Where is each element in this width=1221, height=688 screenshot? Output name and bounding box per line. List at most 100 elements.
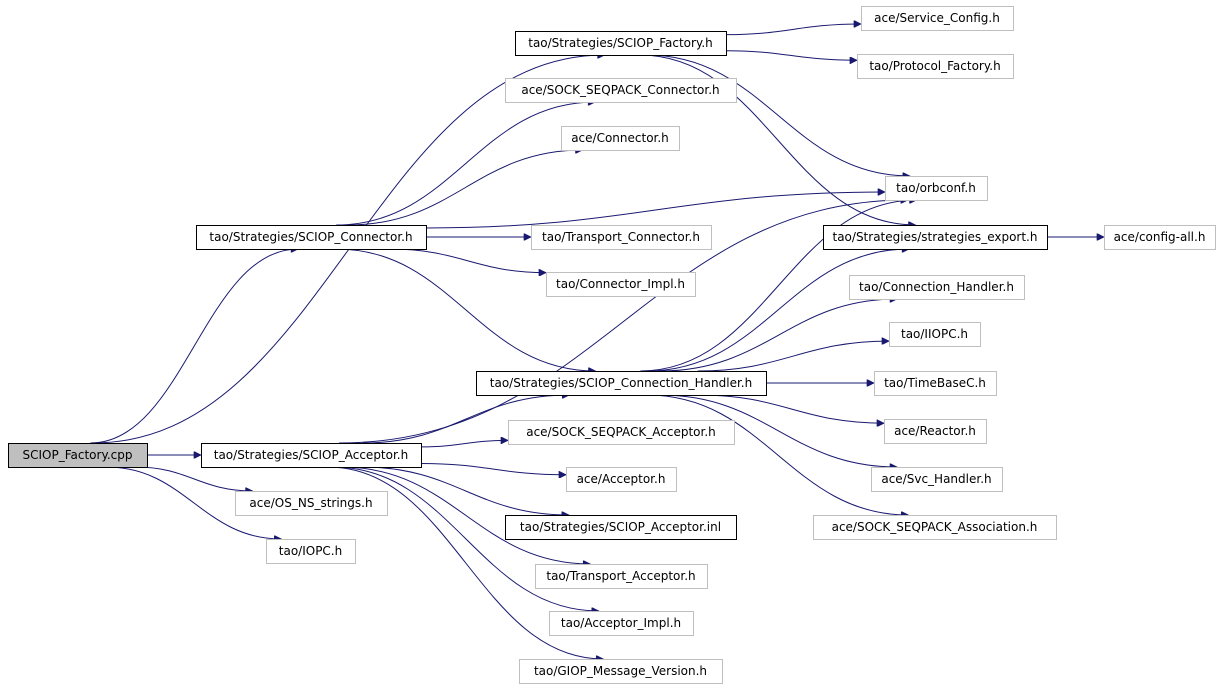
node-sciop-acceptor-inl[interactable]: tao/Strategies/SCIOP_Acceptor.inl [505, 515, 737, 540]
edge-sciop-factory-h-to-protocol-factory [725, 50, 857, 61]
node-label: tao/Strategies/SCIOP_Connector.h [209, 230, 412, 244]
edge-sciop-acceptor-h-to-transport-acceptor [341, 466, 591, 564]
node-box [889, 322, 981, 347]
node-orbconf[interactable]: tao/orbconf.h [885, 176, 988, 201]
node-protocol-factory[interactable]: tao/Protocol_Factory.h [857, 54, 1014, 79]
node-label: tao/Acceptor_Impl.h [561, 616, 681, 630]
node-label: ace/SOCK_SEQPACK_Association.h [832, 520, 1038, 534]
edge-sciop-connector-h-to-sciop-conn-handler [336, 248, 595, 371]
node-box [813, 515, 1057, 540]
node-sciop-acceptor-h[interactable]: tao/Strategies/SCIOP_Acceptor.h [201, 443, 422, 468]
node-root[interactable]: SCIOP_Factory.cpp [8, 443, 148, 468]
node-box [566, 467, 677, 492]
node-transport-acceptor[interactable]: tao/Transport_Acceptor.h [535, 564, 708, 589]
node-box [508, 420, 735, 445]
edge-root-to-os-ns-strings [135, 466, 253, 491]
nodes-layer: SCIOP_Factory.cpp tao/Strategies/SCIOP_Fa… [8, 6, 1216, 684]
edge-sciop-acceptor-h-to-acceptor-impl [333, 466, 599, 611]
node-sock-seqpack-association[interactable]: ace/SOCK_SEQPACK_Association.h [813, 515, 1057, 540]
node-sock-seqpack-connector[interactable]: ace/SOCK_SEQPACK_Connector.h [505, 78, 737, 103]
node-label: tao/IIOPC.h [901, 327, 968, 341]
node-box [196, 225, 427, 250]
node-label: ace/Svc_Handler.h [881, 472, 991, 486]
node-label: SCIOP_Factory.cpp [23, 448, 133, 462]
node-label: ace/Connector.h [571, 131, 669, 145]
node-service-config[interactable]: ace/Service_Config.h [861, 6, 1014, 31]
node-box [519, 659, 723, 684]
node-box [857, 54, 1014, 79]
node-label: tao/Transport_Acceptor.h [546, 569, 695, 583]
edge-sciop-factory-h-to-strategies-export [639, 54, 916, 225]
edge-sciop-conn-handler-to-svc-handler [660, 394, 897, 467]
node-box [476, 371, 767, 396]
edge-root-to-iopc [106, 466, 282, 539]
node-label: tao/Strategies/strategies_export.h [833, 230, 1038, 244]
node-box [561, 126, 680, 151]
node-iiopc[interactable]: tao/IIOPC.h [889, 322, 981, 347]
edge-sciop-conn-handler-to-iiopc [697, 341, 889, 372]
node-box [861, 6, 1014, 31]
node-box [535, 564, 708, 589]
edge-sciop-acceptor-h-to-giop-message-version [328, 466, 603, 659]
node-ace-connector[interactable]: ace/Connector.h [561, 126, 680, 151]
edge-sciop-factory-h-to-service-config [725, 24, 861, 36]
node-box [849, 275, 1025, 300]
node-iopc[interactable]: tao/IOPC.h [266, 539, 356, 564]
node-sciop-connector-h[interactable]: tao/Strategies/SCIOP_Connector.h [196, 225, 427, 250]
node-os-ns-strings[interactable]: ace/OS_NS_strings.h [235, 491, 388, 516]
node-label: tao/Strategies/SCIOP_Factory.h [528, 36, 713, 50]
node-config-all[interactable]: ace/config-all.h [1104, 225, 1216, 250]
node-box [549, 611, 694, 636]
node-label: tao/IOPC.h [279, 544, 342, 558]
node-timebasec[interactable]: tao/TimeBaseC.h [874, 371, 997, 396]
node-label: ace/SOCK_SEQPACK_Connector.h [521, 83, 719, 97]
edge-root-to-sciop-connector-h [90, 249, 298, 444]
node-box [505, 78, 737, 103]
edge-sciop-conn-handler-to-orbconf [640, 200, 916, 372]
node-label: tao/Transport_Connector.h [542, 230, 700, 244]
node-strategies-export[interactable]: tao/Strategies/strategies_export.h [823, 225, 1048, 250]
edge-sciop-acceptor-h-to-sciop-acceptor-inl [362, 466, 569, 515]
node-connector-impl[interactable]: tao/Connector_Impl.h [546, 272, 696, 297]
node-connection-handler[interactable]: tao/Connection_Handler.h [849, 275, 1025, 300]
node-label: tao/Strategies/SCIOP_Acceptor.h [214, 448, 408, 462]
node-label: ace/Acceptor.h [577, 472, 666, 486]
node-giop-message-version[interactable]: tao/GIOP_Message_Version.h [519, 659, 723, 684]
node-svc-handler[interactable]: ace/Svc_Handler.h [871, 467, 1003, 492]
node-box [266, 539, 356, 564]
node-box [515, 31, 727, 56]
node-box [546, 272, 696, 297]
node-box [505, 515, 737, 540]
node-acceptor-impl[interactable]: tao/Acceptor_Impl.h [549, 611, 694, 636]
node-label: ace/Reactor.h [894, 424, 976, 438]
node-sock-seqpack-acceptor[interactable]: ace/SOCK_SEQPACK_Acceptor.h [508, 420, 735, 445]
node-label: ace/config-all.h [1114, 230, 1206, 244]
node-label: tao/Protocol_Factory.h [869, 59, 1000, 73]
node-sciop-conn-handler[interactable]: tao/Strategies/SCIOP_Connection_Handler.… [476, 371, 767, 396]
node-label: tao/GIOP_Message_Version.h [534, 664, 707, 678]
node-ace-acceptor[interactable]: ace/Acceptor.h [566, 467, 677, 492]
node-box [1104, 225, 1216, 250]
node-label: ace/OS_NS_strings.h [249, 496, 372, 510]
node-label: tao/Strategies/SCIOP_Connection_Handler.… [490, 376, 752, 390]
edge-sciop-connector-h-to-sock-seqpack-connector [336, 102, 595, 226]
edge-sciop-connector-h-to-ace-connector [348, 150, 582, 226]
node-box [885, 176, 988, 201]
edge-sciop-conn-handler-to-sock-seqpack-association [647, 394, 908, 515]
node-sciop-factory-h[interactable]: tao/Strategies/SCIOP_Factory.h [515, 31, 727, 56]
node-label: tao/orbconf.h [896, 181, 976, 195]
edge-sciop-factory-h-to-orbconf [646, 54, 910, 176]
edge-sciop-conn-handler-to-connection-handler [660, 299, 897, 372]
edge-sciop-connector-h-to-connector-impl [390, 248, 546, 273]
node-label: tao/TimeBaseC.h [884, 376, 986, 390]
edge-sciop-acceptor-h-to-sock-seqpack-acceptor [420, 440, 508, 448]
node-label: tao/Connection_Handler.h [859, 280, 1014, 294]
node-box [874, 371, 997, 396]
edge-sciop-conn-handler-to-reactor [699, 394, 885, 423]
node-reactor[interactable]: ace/Reactor.h [884, 419, 987, 444]
edge-sciop-acceptor-h-to-orbconf [339, 200, 908, 444]
edge-sciop-conn-handler-to-strategies-export [646, 249, 909, 372]
edge-sciop-connector-h-to-orbconf [425, 192, 885, 229]
node-transport-connector[interactable]: tao/Transport_Connector.h [531, 225, 712, 250]
